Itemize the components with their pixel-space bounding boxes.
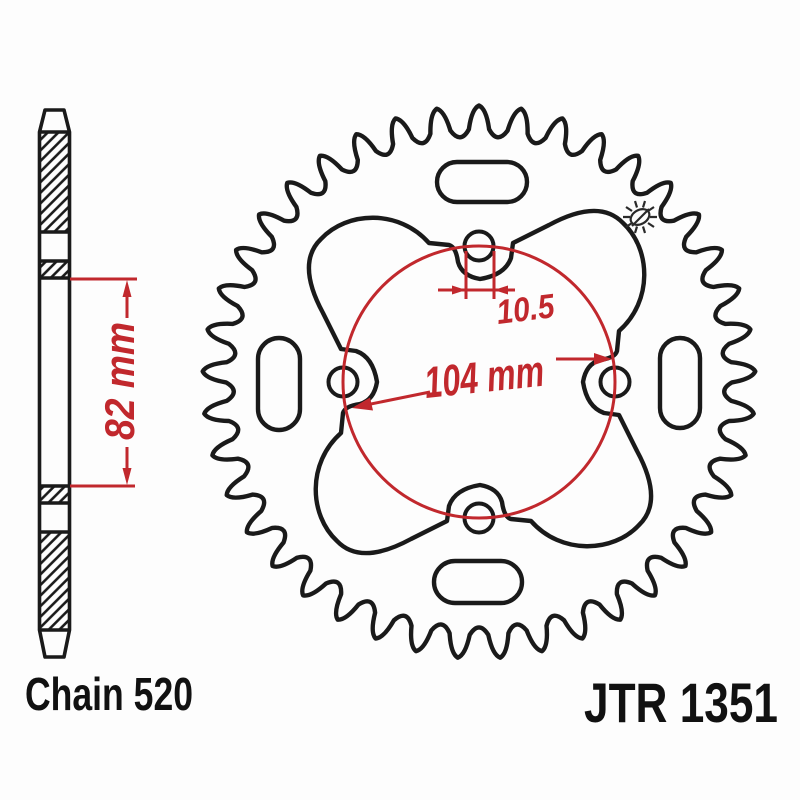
chain-size-label: Chain 520 (25, 668, 193, 720)
profile-hatch-upper (39, 132, 70, 232)
sunburst-icon (623, 200, 657, 234)
part-number-label: JTR 1351 (584, 671, 778, 734)
dimension-annotations: 10.5 104 mm (341, 244, 617, 520)
dimension-82mm: 82 mm (70, 277, 143, 488)
profile-hatch-lower (39, 532, 70, 630)
arrow-left-down-icon (352, 397, 373, 411)
dimension-82mm-lines (70, 277, 137, 488)
profile-hatch-band-lower (39, 486, 70, 503)
profile-hatch-band-upper (39, 261, 70, 278)
arrow-left-icon (494, 285, 508, 295)
lightening-slot-left (255, 335, 303, 433)
center-bore-outline (306, 208, 654, 556)
lightening-slot-top (434, 159, 530, 205)
bolt-circle (341, 244, 617, 520)
arrow-right-icon (594, 353, 612, 365)
dimension-104mm-label: 104 mm (422, 347, 546, 408)
arrow-up-icon (122, 280, 132, 297)
lightening-slot-bottom (431, 558, 525, 606)
profile-outline (37, 108, 72, 659)
dimension-10-5: 10.5 (438, 251, 557, 332)
arrow-right-icon (452, 285, 466, 295)
dimension-104mm: 104 mm (352, 347, 612, 411)
dimension-10-5-label: 10.5 (494, 287, 557, 332)
arrow-down-icon (122, 468, 132, 485)
lightening-slot-right (657, 335, 703, 431)
dimension-82mm-label: 82 mm (96, 322, 143, 440)
side-profile-view: 82 mm (37, 108, 143, 659)
sprocket-teeth-outline (200, 103, 758, 660)
